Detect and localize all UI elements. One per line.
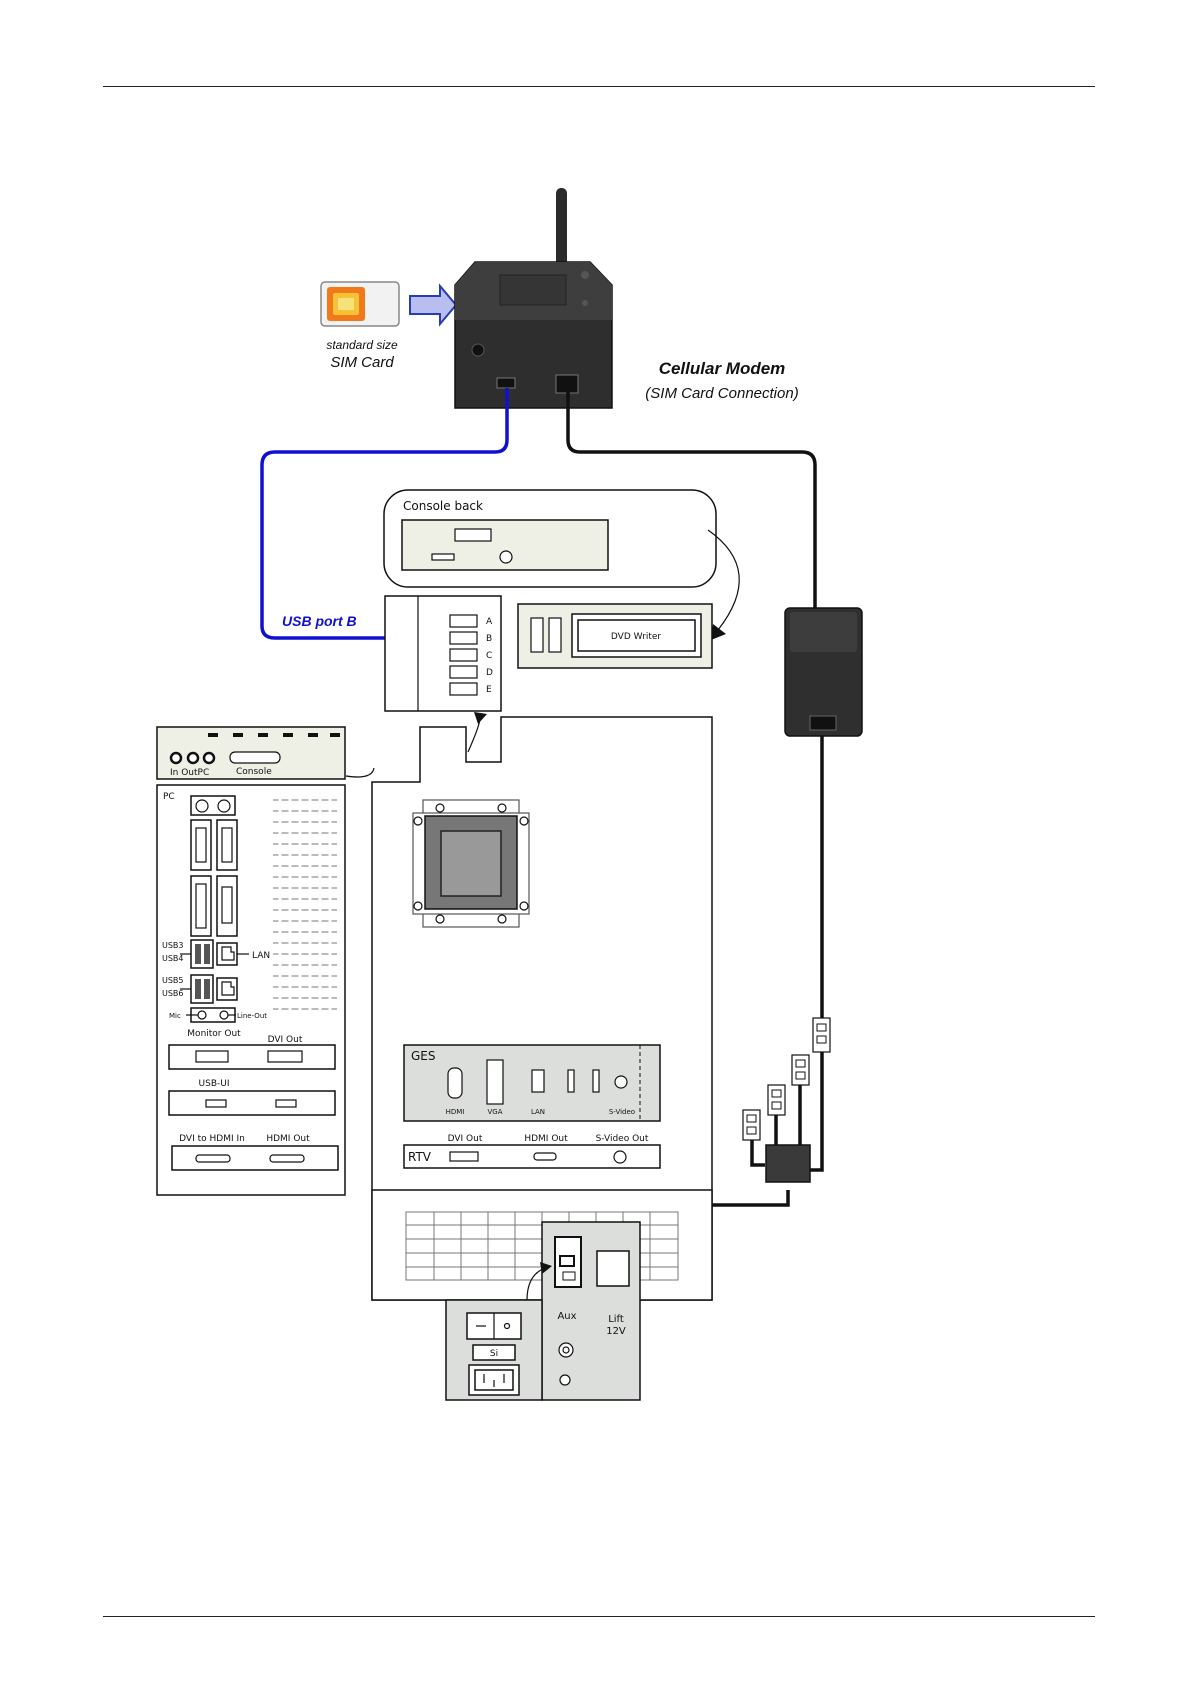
monitor-mount [413,800,529,927]
cellular-modem [455,188,612,408]
console-panel-arrow [346,768,374,777]
pc-usb3-label: USB3 [162,941,184,950]
modem-subtitle: (SIM Card Connection) [645,385,798,402]
aux-jack-inner [563,1347,569,1353]
usb-hub-port-d: D [486,668,493,678]
adapter-to-splitter-cable [810,1050,822,1170]
hub-arrowhead [474,712,487,724]
usb-hub [385,596,501,711]
pc-usb-ui-ports [169,1091,335,1115]
pc-mic-label: Mic [169,1012,181,1020]
lift-socket [597,1251,629,1286]
pc-lan-label: LAN [252,951,270,961]
pc-dvi-out-label: DVI Out [268,1035,303,1045]
rtv-hdmi-out-label: HDMI Out [524,1134,568,1144]
console-in-out-pc-label: In OutPC [170,768,209,778]
pc-hdmi-ports [172,1146,338,1170]
console-label: Console [236,767,272,777]
sim-arrow-icon [410,286,456,324]
mains-switch-label: Si [490,1349,498,1359]
sim-label-line1: standard size [326,338,398,352]
usb-hub-port-c: C [486,651,492,661]
ges-vga-label: VGA [487,1108,502,1116]
pc-monitor-out-label: Monitor Out [187,1029,241,1039]
console-back-title: Console back [403,499,483,513]
usb-hub-port-a: A [486,617,493,627]
lift-jack [560,1375,570,1385]
pc-usb5-label: USB5 [162,976,184,985]
lift-label: Lift [608,1314,624,1325]
usb-hub-port-e: E [486,685,492,695]
usb-port-label: USB port B [282,613,357,629]
splitter-branch-3 [752,1138,765,1165]
pc-title: PC [163,792,175,802]
aux-socket [555,1237,581,1287]
pc-hdmi-out-label: HDMI Out [266,1134,310,1144]
pc-dvi-to-hdmi-in-label: DVI to HDMI In [179,1134,245,1144]
ges-lan-label: LAN [531,1108,545,1116]
ges-hdmi-label: HDMI [446,1108,465,1116]
rtv-title: RTV [408,1150,432,1164]
pc-usb6-label: USB6 [162,989,184,998]
power-adapter [785,608,862,736]
lift-voltage-label: 12V [606,1326,626,1337]
sim-label-line2: SIM Card [330,354,394,371]
usb-hub-port-b: B [486,634,492,644]
aux-label: Aux [557,1311,576,1322]
pc-usb-ui-label: USB-UI [199,1079,230,1089]
rtv-panel [404,1145,660,1168]
dvd-writer-label: DVD Writer [611,632,661,642]
inline-connectors [743,1018,830,1182]
sim-card [321,282,399,326]
rtv-dvi-out-label: DVI Out [448,1134,483,1144]
pc-line-out-label: Line-Out [237,1012,267,1020]
ges-title: GES [411,1049,436,1063]
console-back-arrowhead [711,624,726,640]
pc-monitor-dvi-ports [169,1045,335,1069]
power-splitter [766,1145,810,1182]
pc-audio-jacks [186,1008,236,1022]
ges-s-video-label: S-Video [609,1108,635,1116]
rtv-s-video-out-label: S-Video Out [596,1134,649,1144]
pc-usb4-label: USB4 [162,954,184,963]
pc-ps2-ports [191,796,235,815]
modem-title: Cellular Modem [659,359,786,378]
